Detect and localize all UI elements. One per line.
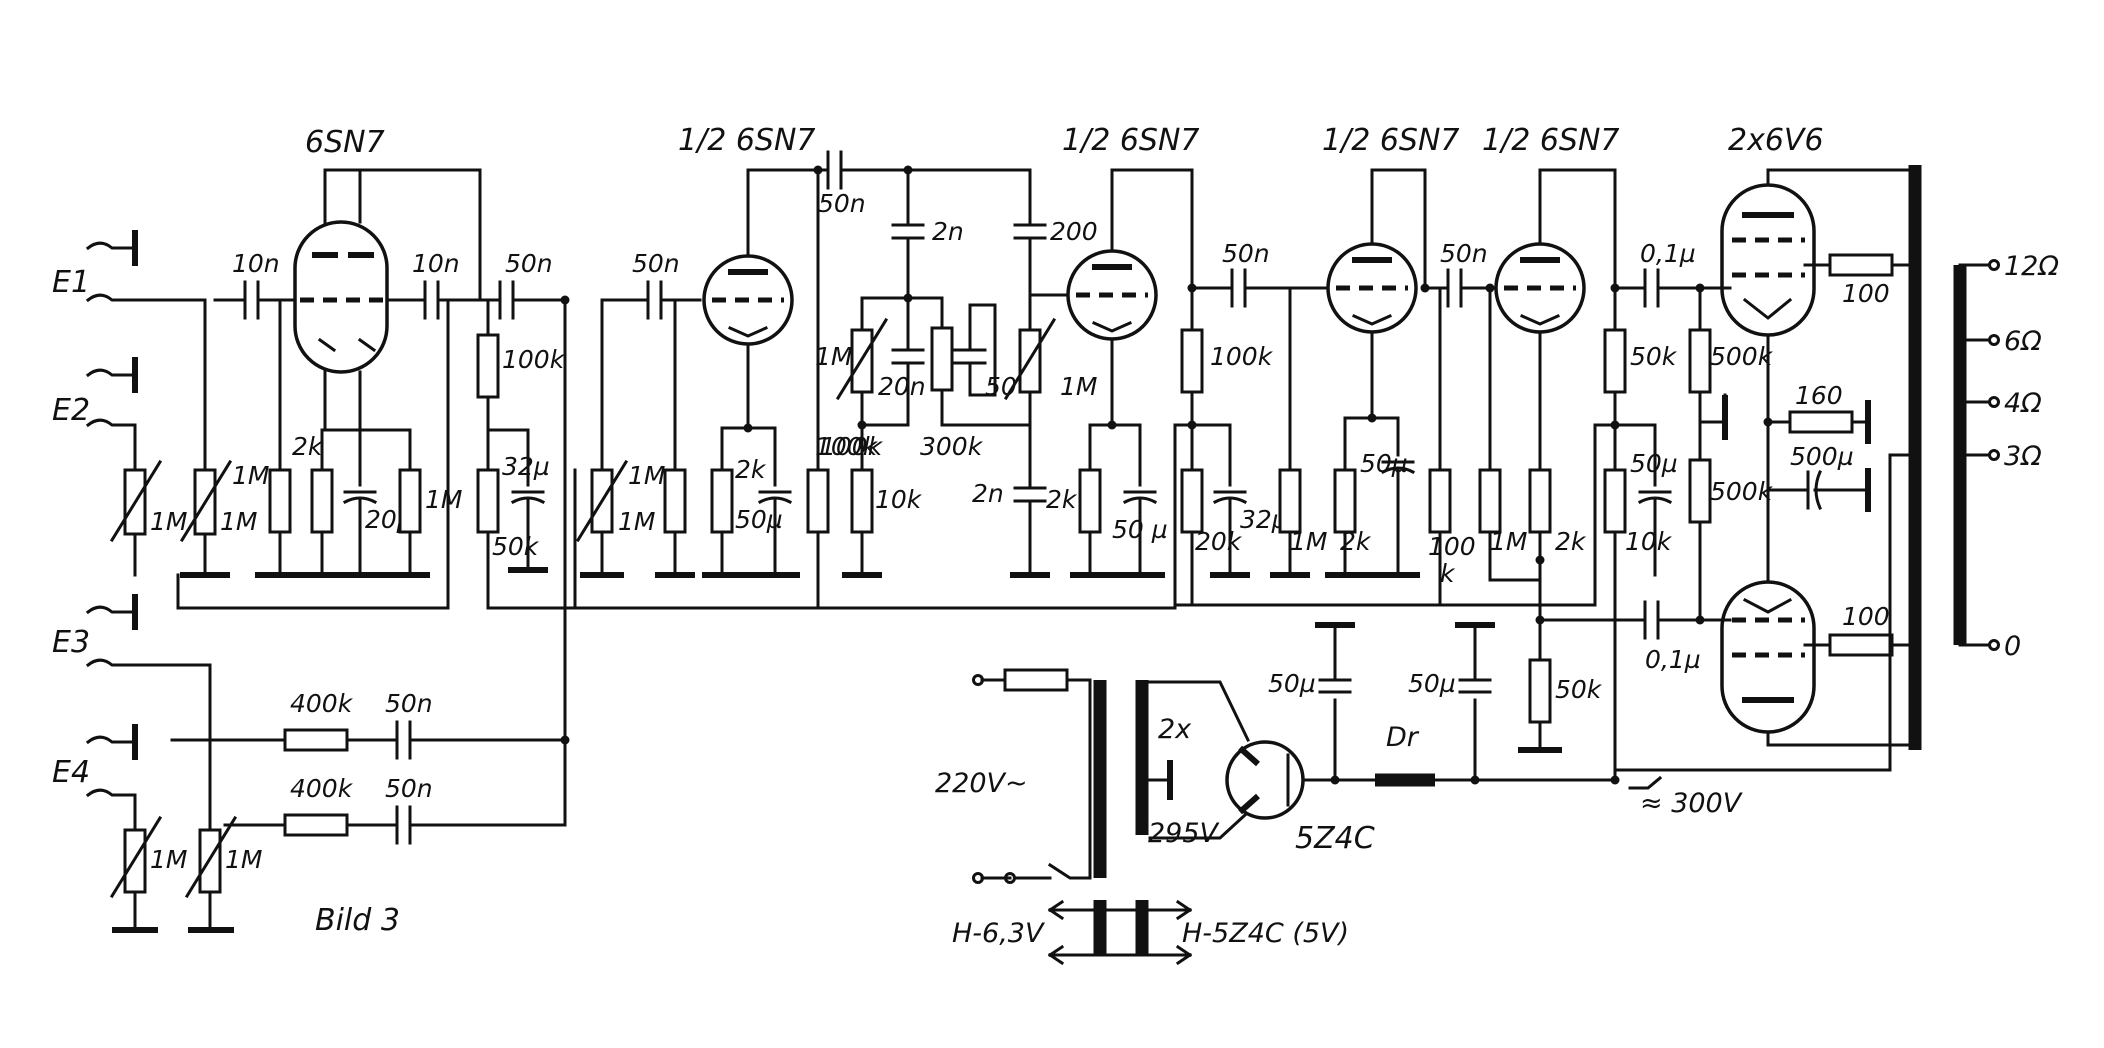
c10n-in-label: 10n: [232, 249, 280, 278]
r50k-s5b-label: 50k: [1630, 342, 1678, 371]
tap-6-label: 6Ω: [2004, 326, 2042, 357]
input-e1-label: E1: [52, 265, 90, 300]
rect-tube-label: 5Z4C: [1295, 821, 1375, 856]
r100k-mix-label: 100k: [502, 345, 566, 374]
c50n-s2-label: 50n: [632, 249, 680, 278]
tube-v2-label: 1/2 6SN7: [678, 123, 815, 158]
input-e3-label: E3: [52, 625, 90, 660]
c50n-tone-label: 50n: [818, 189, 866, 218]
b-plus-label: ≈ 300V: [1640, 788, 1744, 819]
mains-label: 220V~: [935, 768, 1028, 799]
r500k-bot-label: 500k: [1710, 477, 1774, 506]
c50u-s3-label: 50 µ: [1112, 515, 1168, 544]
r100-top-label: 100: [1842, 279, 1890, 308]
r1m-s1-label: 1M: [425, 485, 462, 514]
c50n-e3-label: 50n: [385, 689, 433, 718]
tone-network: 50n 100k 2n 1M 20n 100k 10k 50 300k: [806, 150, 1098, 607]
c10n-out-label: 10n: [412, 249, 460, 278]
r100k-s4-label: 100: [1428, 532, 1476, 561]
c50u-s4-label: 50µ: [1360, 449, 1408, 478]
input-e4-label: E4: [52, 755, 90, 790]
c50n-e4-label: 50n: [385, 774, 433, 803]
tap-4-label: 4Ω: [2004, 388, 2042, 419]
c2n-tone-label: 2n: [932, 217, 964, 246]
r1m-s5-label: 1M: [1490, 527, 1527, 556]
c20n-tone-label: 20n: [878, 372, 926, 401]
tube-v3-label: 1/2 6SN7: [1062, 123, 1199, 158]
input-pots-e3e4: 1M 1M 400k 50n 400k 50n: [109, 689, 570, 933]
stage1: 10n 6SN7 2k 20µ 10n 1M: [176, 125, 482, 610]
r100k-tone-label: 100k: [820, 432, 884, 461]
c2n-treble-label: 2n: [972, 479, 1004, 508]
r160-label: 160: [1795, 381, 1843, 410]
r1m-bass-label: 1M: [815, 342, 852, 371]
r1m-e4-label: 1M: [225, 845, 262, 874]
power-supply: 220V~ H-6,3V H-5Z4C (5V) 2x 295V 5Z4C 50…: [935, 578, 1744, 966]
stage5: 1M 1/2 6SN7 2k 50k 0,1µ 50k: [1478, 123, 1702, 753]
c32u-mix-label: 32µ: [502, 452, 550, 481]
r100k-s3-label: 100k: [1210, 342, 1274, 371]
c50n-s3-label: 50n: [1222, 239, 1270, 268]
r50k-s5-label: 50k: [1555, 675, 1603, 704]
r1m-e3-label: 1M: [150, 845, 187, 874]
c50n-s4-label: 50n: [1440, 239, 1488, 268]
r20k-s3-label: 20k: [1195, 527, 1243, 556]
tube-v1-label: 6SN7: [305, 125, 385, 160]
r1m-s4-label: 1M: [1290, 527, 1327, 556]
stage4: 1M 1/2 6SN7 2k 50µ 50n 100 k: [1270, 123, 1500, 607]
c50u-s5-label: 50µ: [1630, 449, 1678, 478]
c50n-a-label: 50n: [505, 249, 553, 278]
caption: Bild 3: [315, 903, 400, 938]
r100k-s4-k-label: k: [1440, 559, 1456, 588]
r2k-s4-label: 2k: [1340, 527, 1372, 556]
ground-bus: [486, 603, 1597, 610]
c01-bot-label: 0,1µ: [1645, 645, 1701, 674]
sec-mult-label: 2x: [1158, 714, 1192, 745]
r2k-s2-label: 2k: [735, 455, 767, 484]
heater1-label: H-6,3V: [952, 918, 1046, 949]
r2k-s1-label: 2k: [292, 432, 324, 461]
c50u-ps2-label: 50µ: [1408, 669, 1456, 698]
c200-tone-label: 200: [1050, 217, 1098, 246]
r300k-tone-label: 300k: [920, 432, 984, 461]
r400k-b-label: 400k: [290, 774, 354, 803]
r2k-s3-label: 2k: [1046, 485, 1078, 514]
r1m-e2-label: 1M: [150, 507, 187, 536]
c50u-s2-label: 50µ: [735, 505, 783, 534]
r10k-tone-label: 10k: [875, 485, 923, 514]
tube-out-label: 2x6V6: [1728, 123, 1824, 158]
sec-volt-label: 295V: [1148, 818, 1221, 849]
r100k-tone2-label: 100k: [815, 432, 879, 461]
r1m-s2-label: 1M: [618, 507, 655, 536]
input-e2-label: E2: [52, 393, 90, 428]
c500u-label: 500µ: [1790, 442, 1854, 471]
tap-0-label: 0: [2004, 631, 2021, 662]
r50k-mix-label: 50k: [492, 532, 540, 561]
r100-bot-label: 100: [1842, 602, 1890, 631]
stage2: 1M 1M 50n 1/2 6SN7 2k 50µ: [573, 123, 824, 610]
input-pots-e1e2: 1M 1M 1M: [109, 459, 269, 578]
r1m-e1b-label: 1M: [232, 461, 269, 490]
choke-label: Dr: [1386, 722, 1420, 753]
r400k-a-label: 400k: [290, 689, 354, 718]
tap-12-label: 12Ω: [2004, 251, 2059, 282]
r10k-s5-label: 10k: [1625, 527, 1673, 556]
tube-v5-label: 1/2 6SN7: [1482, 123, 1619, 158]
r2k-s5-label: 2k: [1555, 527, 1587, 556]
tube-v4-label: 1/2 6SN7: [1322, 123, 1459, 158]
c50u-ps1-label: 50µ: [1268, 669, 1316, 698]
mixer-network: 50n 100k 50k 32µ: [476, 168, 570, 737]
c01-top-label: 0,1µ: [1640, 239, 1696, 268]
stage3: 1/2 6SN7 2k 50 µ 50n 100k 20k 32µ: [1028, 123, 1292, 607]
heater2-label: H-5Z4C (5V): [1182, 918, 1349, 949]
r500k-top-label: 500k: [1710, 342, 1774, 371]
input-jacks: E1 E2 E3 E4: [52, 230, 212, 832]
output-stage: 500k 500k 2x6V6 160 5: [1688, 123, 1910, 747]
output-transformer: 12Ω 6Ω 4Ω 3Ω 0: [1613, 165, 2059, 772]
r1m-s2b-label: 1M: [628, 461, 665, 490]
r1m-e1-label: 1M: [220, 507, 257, 536]
tap-3-label: 3Ω: [2004, 441, 2042, 472]
r1m-treble-label: 1M: [1060, 372, 1097, 401]
